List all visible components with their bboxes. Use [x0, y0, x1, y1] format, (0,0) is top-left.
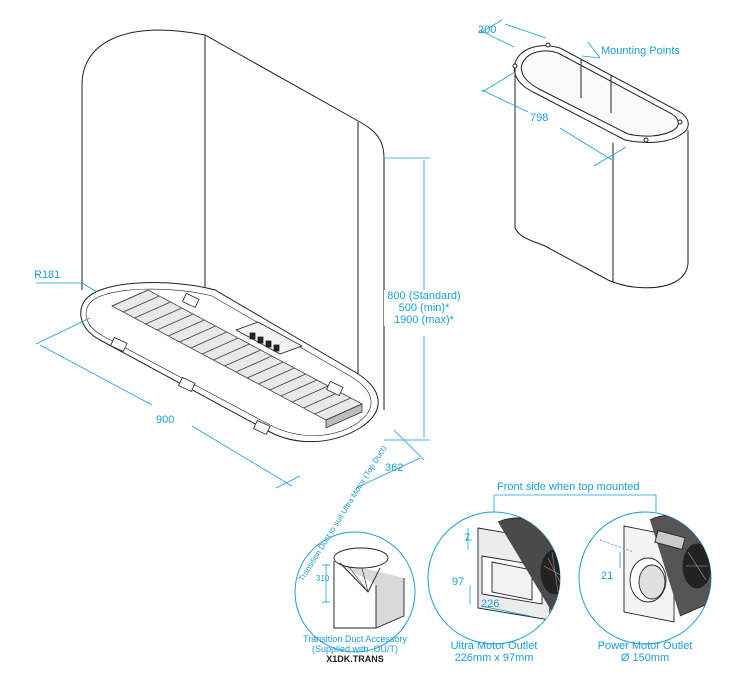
filter-slat	[280, 379, 318, 397]
filter-slat	[111, 289, 149, 307]
ultra-motor-detail	[427, 511, 561, 645]
height-min: 500 (min)*	[398, 302, 450, 314]
ultra-dim-97: 97	[452, 576, 465, 588]
filter-slat	[292, 385, 329, 403]
hood-top-view	[512, 42, 689, 289]
power-motor-detail	[578, 511, 712, 645]
base-clips	[110, 292, 344, 436]
radius-label: R181	[34, 269, 61, 281]
height-standard: 800 (Standard)	[387, 290, 461, 302]
filter-slat	[201, 337, 239, 355]
filter-slat	[168, 319, 205, 337]
power-motor-caption-line2: Ø 150mm	[620, 652, 670, 664]
ultra-motor-caption-line2: 226mm x 97mm	[454, 652, 534, 664]
control-panel	[235, 321, 303, 355]
front-side-label: Front side when top mounted	[497, 481, 640, 493]
front-side-leader	[493, 494, 657, 512]
power-motor-caption-line1: Power Motor Outlet	[597, 640, 693, 652]
rangehood-body	[81, 29, 385, 410]
filter-slat	[145, 307, 182, 325]
top-width-label: 200	[478, 24, 497, 36]
depth-label: 362	[385, 462, 404, 474]
filter-slat	[269, 373, 306, 391]
filter-slat	[179, 325, 216, 343]
top-length-label: 798	[530, 112, 549, 124]
height-max: 1900 (max)*	[394, 314, 454, 326]
ultra-dim-226: 226	[481, 598, 500, 610]
mounting-points-label: Mounting Points	[601, 45, 680, 57]
filter-slat	[258, 367, 295, 385]
filter-slat	[235, 355, 273, 373]
filter-slat	[246, 361, 284, 379]
ultra-motor-caption: Ultra Motor Outlet 226mm x 97mm	[434, 640, 554, 664]
power-dim-21: 21	[601, 570, 614, 582]
filter-slat	[303, 391, 340, 409]
filter-slat	[224, 349, 261, 367]
filter-slat	[190, 331, 228, 349]
ultra-motor-caption-line1: Ultra Motor Outlet	[450, 640, 538, 652]
transition-duct-height: 310	[316, 574, 330, 583]
ultra-dim-7: 7	[464, 532, 471, 544]
power-motor-caption: Power Motor Outlet Ø 150mm	[585, 640, 705, 664]
transition-duct-caption-line2: (Supplied with .OU/T)	[311, 644, 399, 654]
filter-slat	[325, 403, 363, 421]
filter-panel	[111, 289, 363, 429]
filter-slat	[213, 343, 250, 361]
transition-duct-caption-line1: Transition Duct Accessory	[303, 634, 407, 644]
width-label: 900	[156, 414, 175, 426]
transition-duct-part-code: X1DK.TRANS	[326, 654, 384, 664]
transition-duct-detail	[294, 531, 416, 653]
top-view-dimension-lines	[478, 19, 627, 167]
filter-slat	[314, 397, 351, 415]
filter-slat	[123, 295, 160, 313]
hood-dimension-lines	[35, 157, 430, 489]
filter-slat	[156, 313, 194, 331]
transition-duct-caption: Transition Duct Accessory (Supplied with…	[295, 634, 415, 664]
filter-slat	[134, 301, 171, 319]
height-labels: 800 (Standard) 500 (min)* 1900 (max)*	[384, 290, 464, 326]
